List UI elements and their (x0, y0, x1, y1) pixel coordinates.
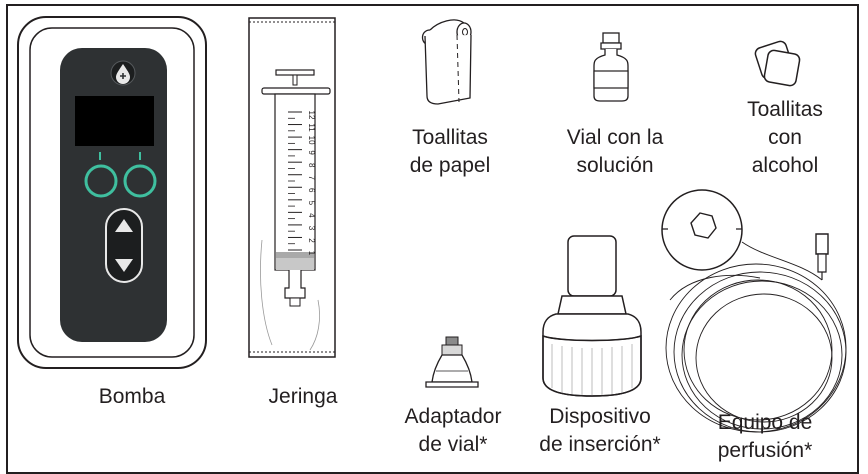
syringe-scale-label: 9 (307, 150, 316, 155)
vial-adapter-label-line1: Adaptador (404, 405, 502, 428)
alcohol-wipes-label-line3: alcohol (751, 154, 819, 177)
alcohol-wipes-label-line1: Toallitas (747, 98, 823, 121)
vial-adapter-label-line2: de vial* (418, 433, 488, 456)
syringe-scale-label: 1 (307, 251, 316, 256)
inserter-label-line1: Dispositivo (549, 405, 651, 428)
vial-label-line2: solución (576, 154, 654, 177)
inserter-device-icon (542, 235, 642, 397)
alcohol-wipes-icon (754, 40, 801, 87)
syringe-scale-label: 11 (307, 123, 316, 132)
vial-label-line1: Vial con la (566, 126, 664, 149)
syringe-icon: 12 11 10 9 8 7 6 5 4 3 2 1 (248, 17, 336, 358)
syringe-scale-label: 5 (307, 201, 316, 206)
pump-icon (17, 16, 207, 369)
syringe-scale-label: 2 (307, 238, 316, 243)
syringe-scale-label: 3 (307, 226, 316, 231)
syringe-scale-label: 12 (307, 111, 316, 120)
infusion-set-label-line2: perfusión* (717, 439, 813, 462)
syringe-scale-label: 8 (307, 163, 316, 168)
paper-towels-label-line1: Toallitas (412, 126, 488, 149)
paper-towels-label-line2: de papel (409, 154, 491, 177)
infusion-set-icon (661, 189, 847, 433)
syringe-scale-label: 6 (307, 188, 316, 193)
syringe-scale-label: 7 (307, 176, 316, 181)
inserter-label-line2: de inserción* (539, 433, 661, 456)
vial-adapter-icon (425, 336, 479, 388)
pump-label: Bomba (98, 385, 166, 408)
syringe-label: Jeringa (268, 385, 338, 408)
paper-towel-roll-icon (421, 19, 472, 105)
infusion-set-label-line1: Equipo de (717, 411, 813, 434)
alcohol-wipes-label-line2: con (768, 126, 802, 149)
syringe-scale-label: 10 (307, 136, 316, 145)
syringe-scale-label: 4 (307, 213, 316, 218)
vial-icon (593, 32, 629, 102)
